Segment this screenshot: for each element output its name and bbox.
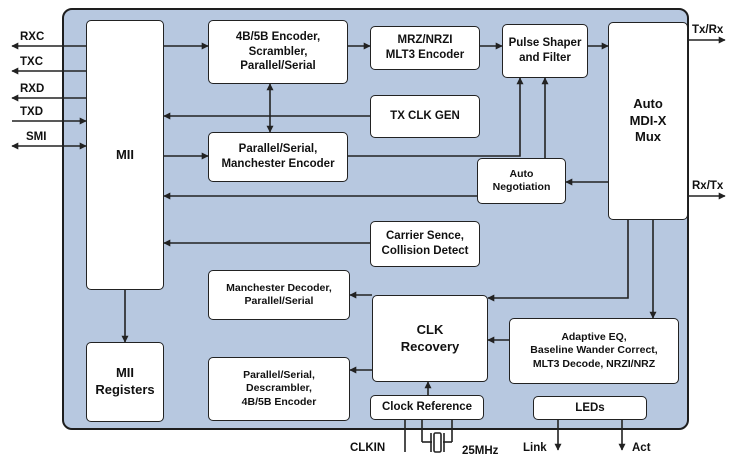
pin-txc: TXC: [20, 56, 43, 68]
crystal-frequency-label: 25MHz: [462, 445, 499, 457]
mii-block: MII: [86, 20, 164, 290]
clk-recovery-block: CLK Recovery: [372, 295, 488, 382]
mii-registers-block: MII Registers: [86, 342, 164, 422]
manchester-decoder-block: Manchester Decoder, Parallel/Serial: [208, 270, 350, 320]
auto-negotiation-block: Auto Negotiation: [477, 158, 566, 204]
descrambler-block: Parallel/Serial, Descrambler, 4B/5B Enco…: [208, 357, 350, 421]
mrz-nrzi-block: MRZ/NRZI MLT3 Encoder: [370, 26, 480, 70]
manchester-to-pulse: [348, 77, 524, 157]
pin-txd: TXD: [20, 106, 43, 118]
clock-reference-block: Clock Reference: [370, 395, 484, 420]
pulse-shaper-block: Pulse Shaper and Filter: [502, 24, 588, 78]
adaptive-eq-block: Adaptive EQ, Baseline Wander Correct, ML…: [509, 318, 679, 384]
pin-clkin: CLKIN: [350, 442, 386, 454]
pin-link: Link: [523, 442, 547, 454]
pin-act: Act: [632, 442, 651, 454]
auto-mdix-block: Auto MDI-X Mux: [608, 22, 688, 220]
leds-block: LEDs: [533, 396, 647, 420]
pin-smi: SMI: [26, 131, 47, 143]
pin-tx-rx: Tx/Rx: [692, 24, 724, 36]
manchester-encoder-block: Parallel/Serial, Manchester Encoder: [208, 132, 348, 182]
mdix-to-clkrec: [487, 220, 629, 302]
carrier-sense-block: Carrier Sence, Collision Detect: [370, 221, 480, 267]
encoder-4b5b-block: 4B/5B Encoder, Scrambler, Parallel/Seria…: [208, 20, 348, 84]
pin-rxc: RXC: [20, 31, 45, 43]
tx-clk-gen-block: TX CLK GEN: [370, 95, 480, 138]
crystal-symbol: [433, 432, 442, 453]
pin-rxd: RXD: [20, 83, 45, 95]
pin-rx-tx: Rx/Tx: [692, 180, 724, 192]
